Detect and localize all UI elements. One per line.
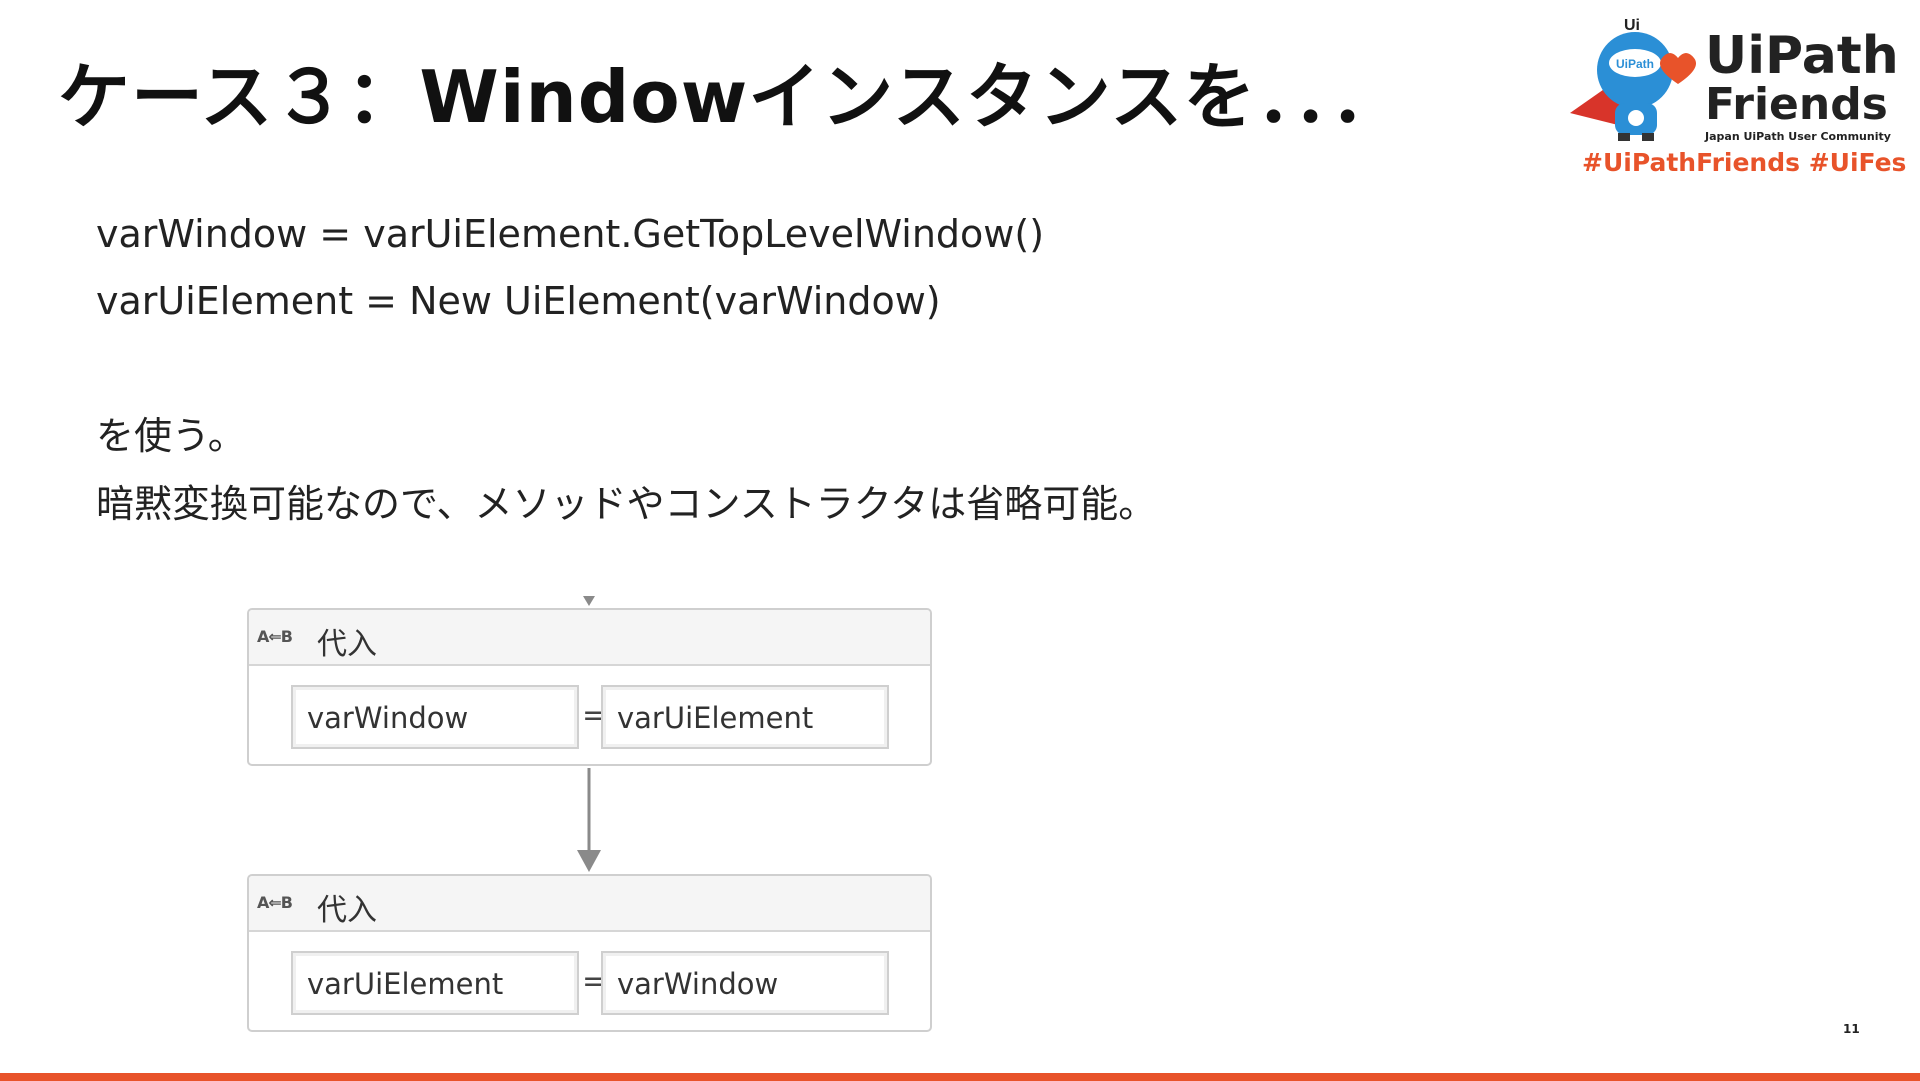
assign-icon: A⇐B	[257, 627, 293, 646]
code-line-1: varWindow = varUiElement.GetTopLevelWind…	[96, 212, 1045, 256]
assign-activity-1[interactable]: A⇐B 代入 varWindow = varUiElement	[247, 608, 932, 766]
assign-value-field[interactable]: varWindow	[601, 951, 889, 1015]
slide-title: ケース３：Windowインスタンスを．．．	[58, 55, 1404, 139]
mascot-badge-text: UiPath	[1616, 57, 1654, 71]
assign-to-field[interactable]: varUiElement	[291, 951, 579, 1015]
page-number: 11	[1843, 1022, 1860, 1036]
activity-title: 代入	[317, 627, 377, 662]
mascot-mark-text: Ui	[1624, 18, 1640, 34]
activity-header[interactable]: A⇐B 代入	[249, 876, 930, 932]
logo-name-line1: UiPath	[1705, 26, 1899, 86]
assign-icon: A⇐B	[257, 893, 293, 912]
flow-arrow-icon	[577, 850, 601, 872]
logo-name-line2: Friends	[1705, 79, 1888, 130]
bottom-accent-bar	[0, 1073, 1920, 1081]
mascot-icon: UiPath Ui	[1570, 18, 1696, 141]
activity-header[interactable]: A⇐B 代入	[249, 610, 930, 666]
code-line-2: varUiElement = New UiElement(varWindow)	[96, 279, 941, 323]
assign-to-field[interactable]: varWindow	[291, 685, 579, 749]
body-line-1: を使う。	[96, 414, 246, 458]
body-line-2: 暗黙変換可能なので、メソッドやコンストラクタは省略可能。	[96, 482, 1157, 526]
assign-value-field[interactable]: varUiElement	[601, 685, 889, 749]
activity-title: 代入	[317, 893, 377, 928]
top-arrow-icon	[583, 596, 595, 606]
logo-hashtags: #UiPathFriends #UiFes	[1582, 148, 1907, 177]
assign-activity-2[interactable]: A⇐B 代入 varUiElement = varWindow	[247, 874, 932, 1032]
logo-subtitle: Japan UiPath User Community	[1705, 130, 1891, 143]
uipath-friends-logo: UiPath Ui UiPath Friends Japan UiPath Us…	[1560, 18, 1906, 183]
